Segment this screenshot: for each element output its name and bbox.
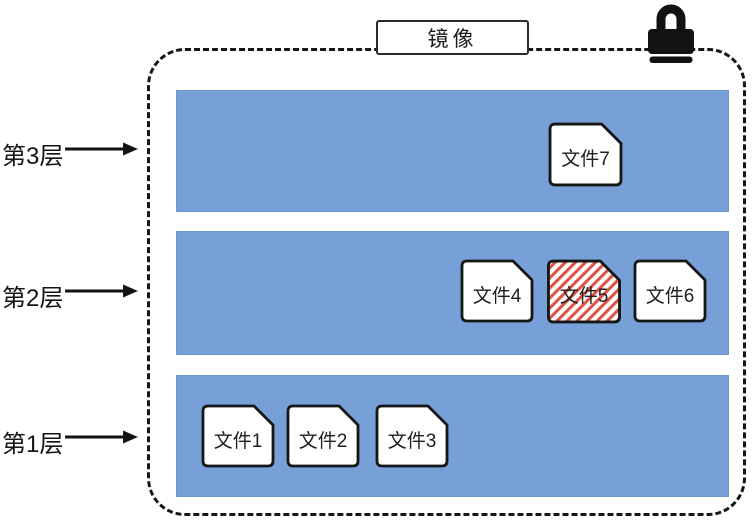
- document-icon: [375, 404, 449, 468]
- file-box-3: 文件3: [375, 404, 449, 468]
- right-arrow-icon: [64, 283, 140, 299]
- image-title-box: 镜像: [376, 20, 529, 55]
- right-arrow-icon: [64, 429, 140, 445]
- layer-bar-3: [176, 90, 729, 212]
- right-arrow-icon: [64, 141, 140, 157]
- layer-label-3: 第3层: [2, 143, 64, 170]
- file-label: 文件5: [559, 286, 609, 307]
- file-label: 文件1: [213, 430, 263, 452]
- file-label: 文件6: [645, 285, 695, 307]
- file-box-1: 文件1: [201, 404, 275, 468]
- file-label: 文件7: [561, 149, 610, 170]
- document-icon: [548, 122, 623, 187]
- layer-label-2: 第2层: [2, 285, 64, 312]
- layer-label-1: 第1层: [2, 431, 64, 458]
- document-icon: [633, 259, 707, 323]
- lock-icon: [646, 3, 696, 64]
- file-box-4: 文件4: [460, 259, 534, 323]
- lock-icon-svg: [648, 4, 694, 63]
- file-label: 文件3: [387, 430, 437, 452]
- file-box-2: 文件2: [286, 404, 360, 468]
- file-box-5-hatched: 文件5: [545, 259, 623, 324]
- document-icon: [201, 404, 275, 468]
- document-icon: [286, 404, 360, 468]
- file-box-6: 文件6: [633, 259, 707, 323]
- file-label: 文件4: [472, 285, 522, 307]
- file-box-7: 文件7: [548, 122, 623, 187]
- document-icon: [460, 259, 534, 323]
- file-label: 文件2: [298, 430, 348, 452]
- image-title-label: 镜像: [427, 27, 478, 51]
- document-icon-hatched: [547, 259, 621, 324]
